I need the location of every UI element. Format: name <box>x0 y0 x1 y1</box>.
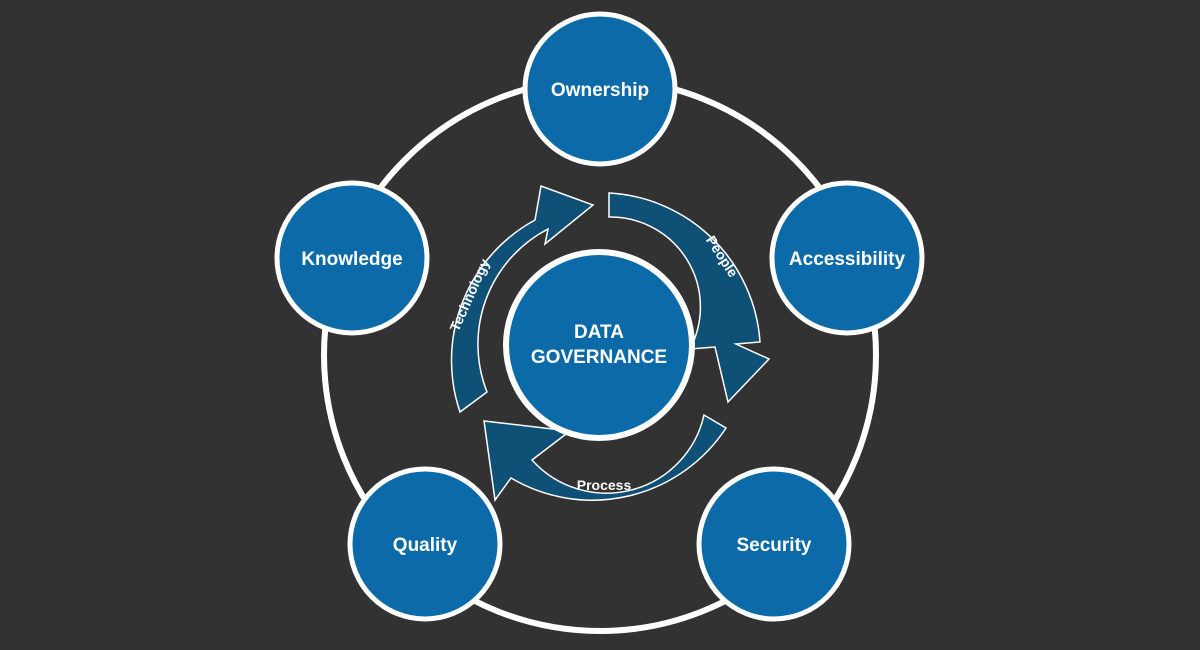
pillar-circle-knowledge <box>274 180 430 336</box>
pillar-label-quality: Quality <box>393 535 458 556</box>
pillar-ownership: Ownership <box>522 11 678 167</box>
arrow-technology <box>450 184 595 414</box>
arrow-people <box>608 192 771 404</box>
center-title-line1: DATA <box>574 322 624 343</box>
pillar-circle-ownership <box>522 11 678 167</box>
pillar-circle-quality <box>347 466 503 622</box>
center-title-line2: GOVERNANCE <box>531 347 667 368</box>
pillar-knowledge: Knowledge <box>274 180 430 336</box>
pillar-circle-accessibility <box>769 180 925 336</box>
arrow-process <box>483 413 728 502</box>
pillar-accessibility: Accessibility <box>769 180 925 336</box>
cycle-arrows <box>450 184 771 502</box>
pillar-quality: Quality <box>347 466 503 622</box>
pillar-label-security: Security <box>737 535 812 556</box>
pillar-label-knowledge: Knowledge <box>301 249 402 270</box>
center-node: DATA GOVERNANCE <box>503 249 695 441</box>
pillar-circle-security <box>696 466 852 622</box>
cycle-label-process: Process <box>577 477 632 493</box>
pillar-security: Security <box>696 466 852 622</box>
pillar-label-accessibility: Accessibility <box>789 249 906 270</box>
center-circle <box>503 249 695 441</box>
pillar-label-ownership: Ownership <box>551 80 649 101</box>
